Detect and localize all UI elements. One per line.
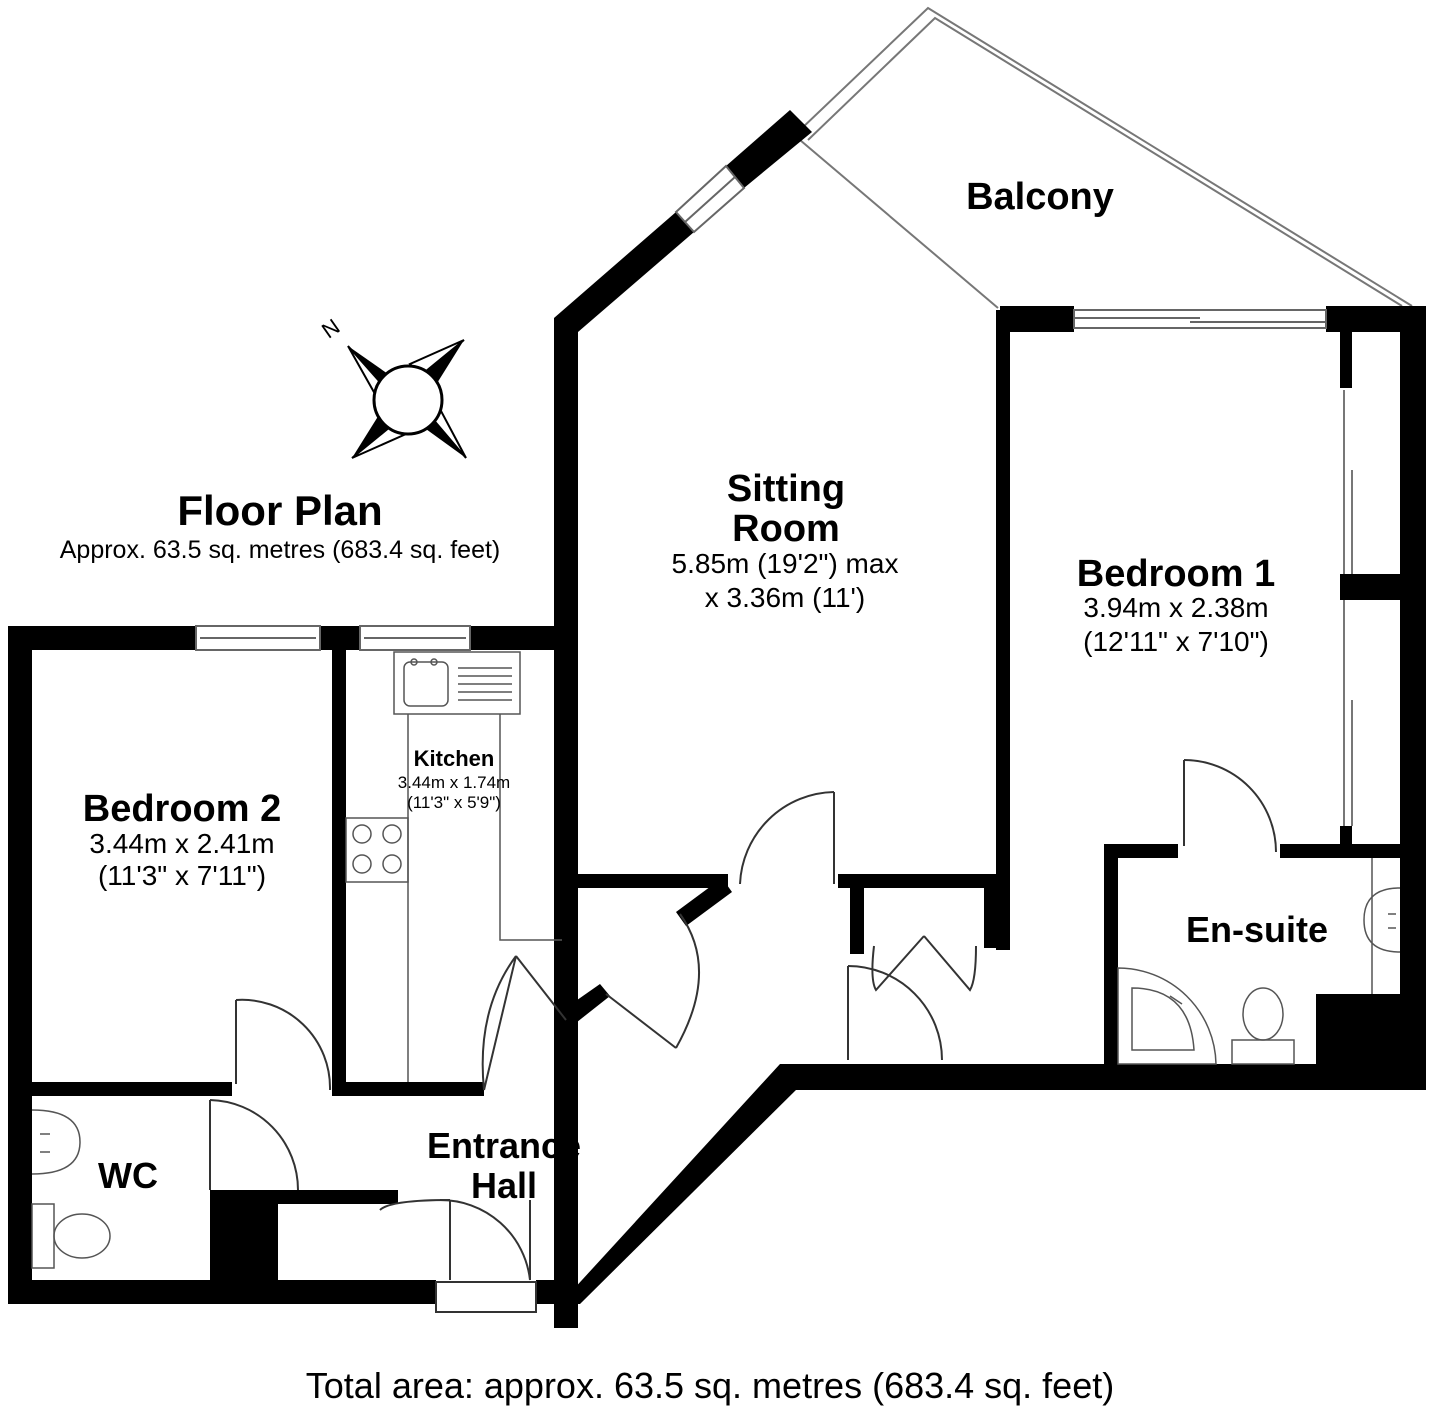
compass-icon bbox=[347, 339, 467, 459]
bedroom1-dim-2: (12'11" x 7'10") bbox=[1083, 626, 1269, 657]
kitchen-dim-1: 3.44m x 1.74m bbox=[397, 773, 511, 792]
sitting-room-name-1: Sitting bbox=[726, 468, 846, 510]
kitchen-name: Kitchen bbox=[413, 746, 495, 771]
sitting-room-dim-1: 5.85m (19'2") max bbox=[671, 548, 899, 579]
sitting-room-dim-2: x 3.36m (11') bbox=[704, 582, 866, 613]
balcony-outline bbox=[799, 6, 1413, 309]
bedroom2-dim-1: 3.44m x 2.41m bbox=[89, 828, 275, 859]
total-area-footer: Total area: approx. 63.5 sq. metres (683… bbox=[305, 1365, 1115, 1406]
floor-plan-subtitle: Approx. 63.5 sq. metres (683.4 sq. feet) bbox=[59, 536, 501, 564]
bedroom2-dim-2: (11'3" x 7'11") bbox=[97, 860, 267, 891]
kitchen-dim-2: (11'3" x 5'9") bbox=[407, 793, 501, 812]
walls bbox=[8, 110, 1426, 1328]
ensuite-fixtures bbox=[1117, 858, 1401, 1065]
bedroom1-dim-1: 3.94m x 2.38m bbox=[1083, 592, 1269, 623]
windows bbox=[195, 164, 1327, 651]
balcony-label: Balcony bbox=[966, 176, 1114, 218]
bedroom1-name: Bedroom 1 bbox=[1076, 553, 1276, 595]
wc-name: WC bbox=[98, 1155, 158, 1196]
ensuite-name: En-suite bbox=[1185, 909, 1328, 950]
entrance-hall-name-1: Entrance bbox=[426, 1125, 582, 1166]
kitchen-fixtures bbox=[345, 651, 562, 1082]
wardrobe-doors bbox=[1343, 390, 1353, 826]
bedroom2-name: Bedroom 2 bbox=[82, 788, 282, 830]
wc-fixtures bbox=[31, 1109, 111, 1269]
entrance-hall-name-2: Hall bbox=[470, 1165, 538, 1206]
floor-plan-title: Floor Plan bbox=[177, 487, 383, 534]
doors bbox=[209, 759, 1277, 1313]
sitting-room-name-2: Room bbox=[732, 508, 840, 550]
